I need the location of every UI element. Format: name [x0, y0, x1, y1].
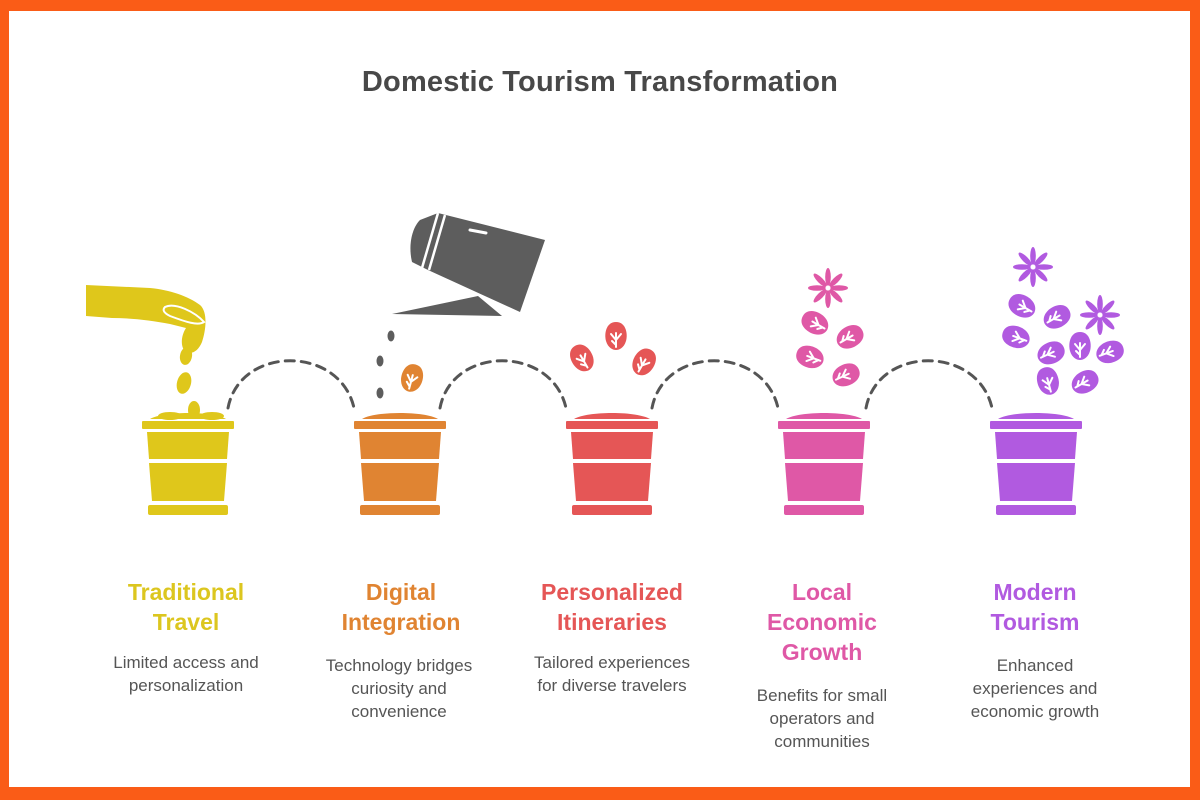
- stage-title: Modern Tourism: [990, 579, 1080, 635]
- stage-title: Personalized Itineraries: [541, 579, 683, 635]
- connector-arc-1-2: [226, 359, 356, 410]
- connector-arcs: [226, 359, 994, 410]
- stage-description: Limited access and personalization: [113, 653, 259, 695]
- flower-and-leaves-icon: [778, 268, 870, 515]
- page-title: Domestic Tourism Transformation: [361, 66, 839, 98]
- stage-description: Tailored experiences for diverse travele…: [534, 653, 690, 695]
- stage-title: Local Economic Growth: [767, 579, 877, 665]
- stage-description: Enhanced experiences and economic growth: [970, 656, 1100, 721]
- stage-description: Technology bridges curiosity and conveni…: [325, 656, 473, 721]
- blooming-plant-icon: [990, 247, 1128, 515]
- hand-dropping-seeds-icon: [86, 285, 234, 515]
- diagram-canvas: [9, 11, 1190, 787]
- stage-title: Digital Integration: [341, 579, 461, 635]
- connector-arc-4-5: [864, 359, 994, 410]
- stage-title: Traditional Travel: [127, 579, 245, 635]
- watering-can-icon: [376, 212, 545, 399]
- sprouting-leaves-icon: [564, 321, 662, 515]
- connector-arc-3-4: [650, 359, 780, 410]
- stage-description: Benefits for small operators and communi…: [756, 686, 888, 751]
- connector-arc-2-3: [438, 359, 568, 410]
- sprout-icon: [354, 360, 446, 515]
